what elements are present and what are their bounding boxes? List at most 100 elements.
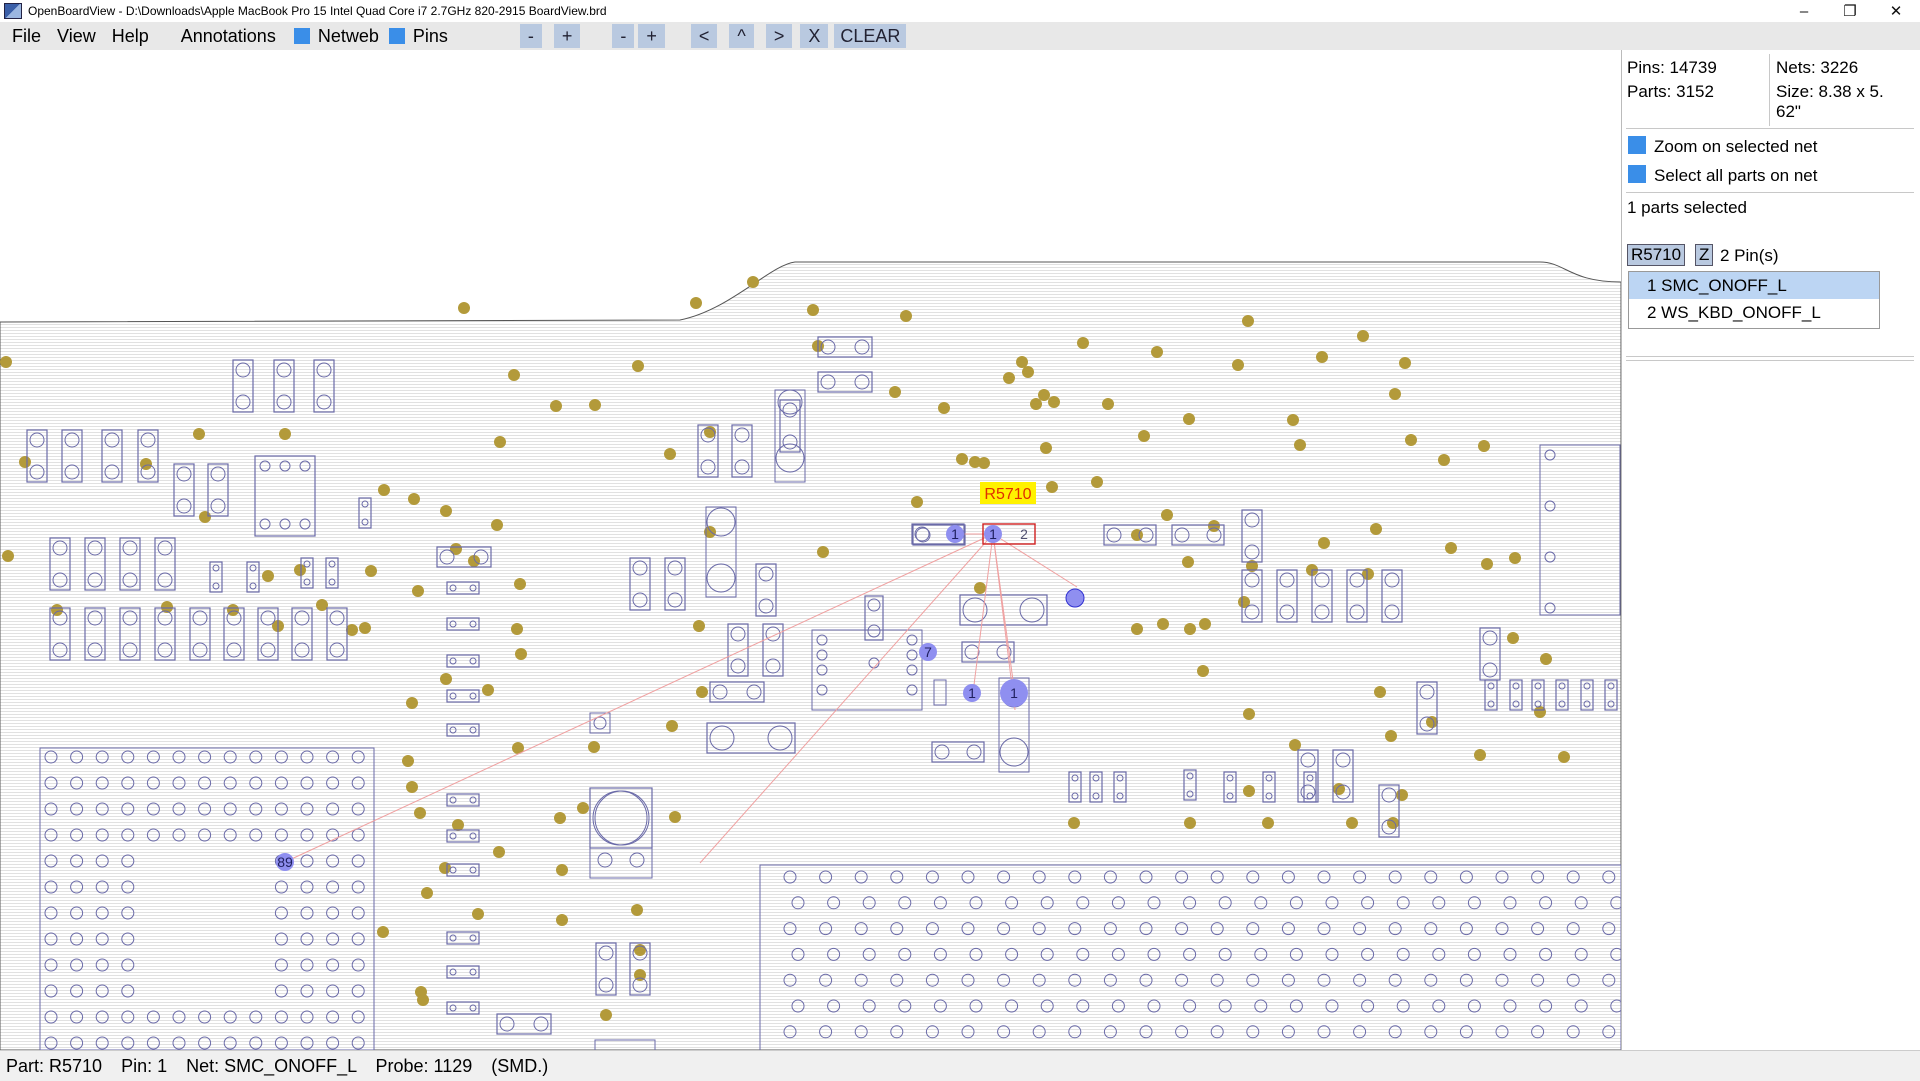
zoom-on-net-checkbox[interactable] — [1628, 136, 1646, 154]
bga-pin — [1361, 896, 1375, 910]
via-pad — [1243, 785, 1255, 797]
via-pad — [1016, 356, 1028, 368]
component-pin — [226, 642, 242, 658]
component-pin — [782, 434, 798, 450]
component-outline — [912, 524, 966, 546]
pin-number-label: 7 — [924, 644, 932, 660]
bga-pin — [1531, 922, 1545, 936]
bga-pin — [146, 1036, 160, 1050]
pins-checkbox[interactable] — [388, 28, 405, 44]
component-pin — [122, 610, 138, 626]
bga-pin — [70, 932, 84, 946]
via-pad — [1534, 706, 1546, 718]
part-pin-net-list[interactable]: 1 SMC_ONOFF_L 2 WS_KBD_ONOFF_L — [1628, 271, 1880, 329]
component-outline — [864, 595, 884, 641]
component-pin — [730, 626, 746, 642]
minimize-button[interactable]: – — [1799, 2, 1809, 20]
via-pad — [1038, 389, 1050, 401]
zoom-out-button[interactable]: - — [519, 24, 542, 48]
via-pad — [1138, 430, 1150, 442]
clear-button[interactable]: CLEAR — [834, 24, 907, 48]
component-pin — [439, 549, 455, 565]
select-all-parts-checkbox[interactable] — [1628, 165, 1646, 183]
bga-pin — [1139, 870, 1153, 884]
list-item[interactable]: 2 WS_KBD_ONOFF_L — [1647, 303, 1821, 322]
rotate-in-button[interactable]: + — [638, 24, 665, 48]
rotate-out-button[interactable]: - — [612, 24, 635, 48]
component-outline — [49, 537, 71, 591]
bga-pin — [1396, 896, 1410, 910]
component-pin — [52, 610, 68, 626]
bga-pin — [1111, 999, 1125, 1013]
board-outline — [0, 261, 1621, 1050]
restore-button[interactable]: ❐ — [1843, 3, 1857, 20]
menu-file[interactable]: File — [12, 26, 42, 46]
connector-outline — [1539, 444, 1621, 616]
component-pin — [629, 852, 645, 868]
bga-pin — [1602, 870, 1616, 884]
bga-pin — [121, 802, 135, 816]
component-outline — [84, 607, 106, 661]
bga-pin — [274, 1036, 288, 1050]
bga-pin — [1432, 999, 1446, 1013]
bga-pin — [1388, 1025, 1402, 1039]
x-button[interactable]: X — [800, 24, 829, 48]
component-pin — [667, 592, 683, 608]
zoom-part-button[interactable]: Z — [1695, 244, 1714, 266]
list-item[interactable]: 1 SMC_ONOFF_L — [1629, 272, 1879, 299]
via-pad — [1558, 751, 1570, 763]
component-outline — [61, 429, 83, 483]
board-size-line2: 62" — [1776, 102, 1801, 121]
component-pin — [1314, 572, 1330, 588]
bga-pin — [1325, 947, 1339, 961]
component-outline — [697, 424, 719, 478]
bga-pin — [997, 870, 1011, 884]
component-pin — [87, 572, 103, 588]
component-outline — [173, 463, 195, 517]
menu-view[interactable]: View — [57, 26, 96, 46]
via-pad — [911, 496, 923, 508]
via-pad — [1374, 686, 1386, 698]
bga-pin — [1281, 973, 1295, 987]
bga-pin — [819, 922, 833, 936]
component-pin — [734, 459, 750, 475]
via-pad — [316, 599, 328, 611]
component-outline — [629, 942, 651, 996]
bga-pin — [783, 922, 797, 936]
component-pin — [212, 564, 220, 572]
prev-button[interactable]: < — [690, 24, 718, 48]
panel-divider — [1769, 54, 1770, 126]
component-pin — [1384, 572, 1400, 588]
component-pin — [316, 362, 332, 378]
selected-part-chip[interactable]: R5710 — [1627, 244, 1686, 266]
menu-annotations[interactable]: Annotations — [172, 22, 284, 50]
bga-pin — [95, 880, 109, 894]
bga-pin — [70, 1010, 84, 1024]
component-pin — [1558, 682, 1566, 690]
via-pad — [262, 570, 274, 582]
component-outline — [1276, 569, 1298, 623]
up-button[interactable]: ^ — [729, 24, 754, 48]
bga-pin — [997, 922, 1011, 936]
component-pin — [249, 564, 257, 572]
bga-pin — [1503, 947, 1517, 961]
netweb-checkbox[interactable] — [293, 28, 310, 44]
bga-pin — [249, 1036, 263, 1050]
bga-pin — [961, 1025, 975, 1039]
menu-help[interactable]: Help — [111, 26, 149, 46]
via-pad — [412, 585, 424, 597]
zoom-in-button[interactable]: + — [553, 24, 581, 48]
bga-pin — [898, 947, 912, 961]
next-button[interactable]: > — [765, 24, 793, 48]
via-pad — [1077, 337, 1089, 349]
via-pad — [1405, 434, 1417, 446]
component-pin — [176, 498, 192, 514]
close-button[interactable]: ✕ — [1889, 3, 1903, 20]
bga-pin — [1574, 999, 1588, 1013]
component-pin — [712, 684, 728, 700]
status-type: (SMD.) — [491, 1056, 549, 1076]
panel-separator — [1626, 356, 1914, 357]
via-pad — [452, 819, 464, 831]
